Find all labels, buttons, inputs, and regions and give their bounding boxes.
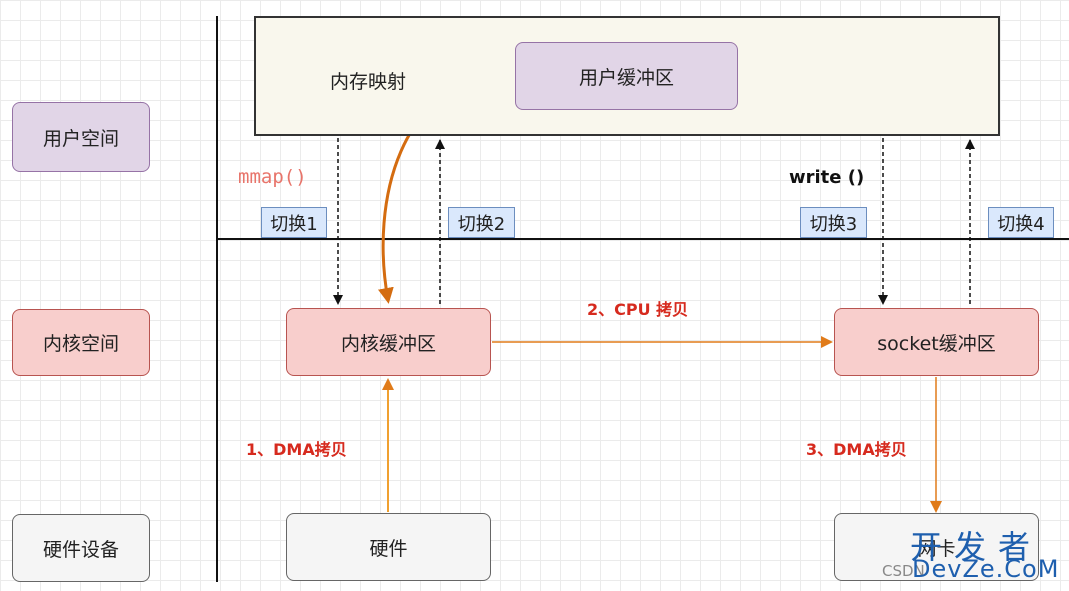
context-switch-2: 切换2 (448, 207, 515, 238)
user-buffer-node: 用户缓冲区 (515, 42, 738, 110)
hardware-node: 硬件 (286, 513, 491, 581)
context-switch-4: 切换4 (988, 207, 1054, 238)
csdn-watermark: CSDN (882, 562, 925, 580)
dma-copy-3-label: 3、DMA拷贝 (806, 440, 907, 459)
write-call-label: write () (789, 167, 865, 188)
mmap-call-label: mmap() (238, 166, 307, 188)
nic-node: 网卡 (834, 513, 1039, 581)
user-space-label: 用户空间 (12, 102, 150, 172)
dma-copy-1-label: 1、DMA拷贝 (246, 440, 347, 459)
context-switch-3: 切换3 (800, 207, 867, 238)
watermark-cn: 开发者 (910, 528, 1043, 566)
kernel-buffer-node: 内核缓冲区 (286, 308, 491, 376)
kernel-space-label: 内核空间 (12, 309, 150, 376)
memory-mapping-label: 内存映射 (330, 71, 407, 93)
context-switch-1: 切换1 (261, 207, 327, 238)
watermark-en: DevZe.CoM (912, 555, 1060, 583)
hardware-device-label: 硬件设备 (12, 514, 150, 582)
cpu-copy-label: 2、CPU 拷贝 (587, 300, 689, 319)
socket-buffer-node: socket缓冲区 (834, 308, 1039, 376)
